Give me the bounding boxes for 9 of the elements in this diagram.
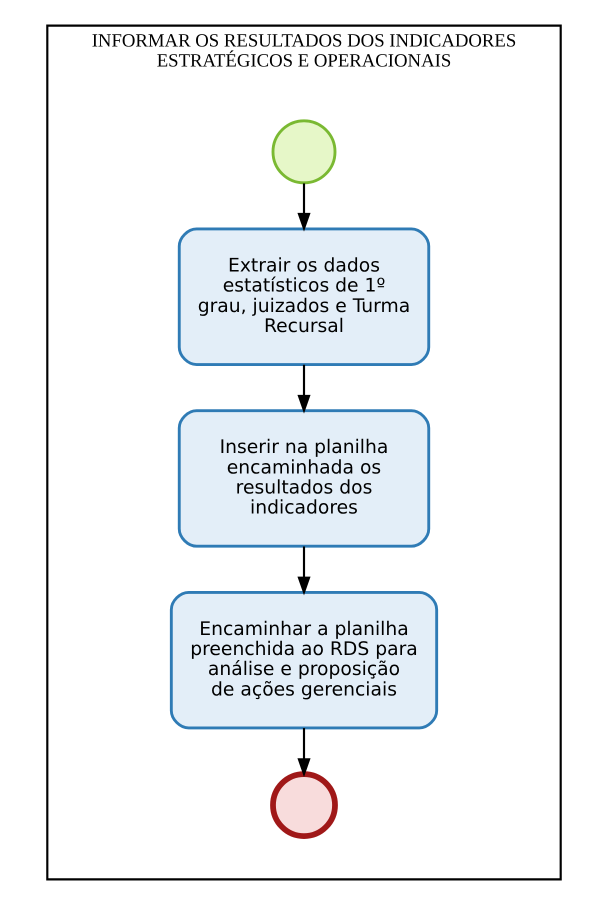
node-circle (272, 119, 336, 184)
arrow (297, 728, 311, 778)
node-circle (270, 771, 338, 839)
node-box: Inserir na planilha encaminhada os resultados dos indicadores (178, 409, 430, 548)
node-box: Encaminhar a planilha preenchida ao RDS para análise e proposição de ações gerenciais (170, 590, 438, 730)
arrow (297, 546, 311, 596)
node-box: Extrair os dados estatísticos de 1º grau, juizados e Turma Recursal (178, 228, 430, 366)
arrow (297, 183, 311, 232)
arrow (297, 364, 311, 414)
